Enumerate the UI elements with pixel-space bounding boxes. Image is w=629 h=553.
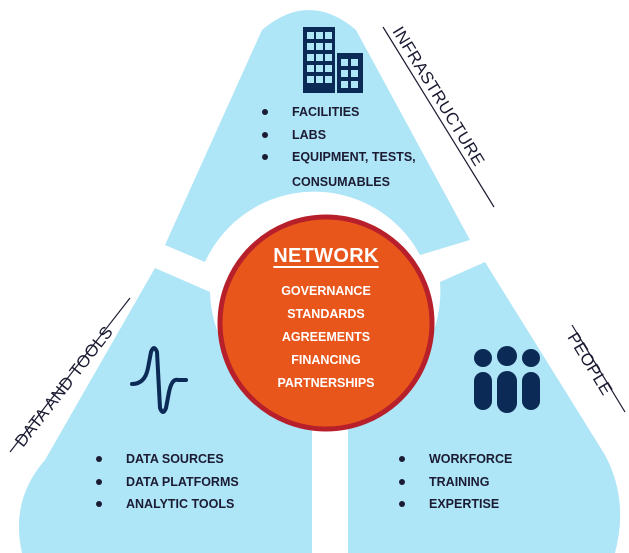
data-tools-list: DATA SOURCES DATA PLATFORMS ANALYTIC TOO… — [96, 448, 239, 516]
network-circle — [217, 214, 435, 432]
infrastructure-list: FACILITIES LABS EQUIPMENT, TESTS, — [262, 101, 416, 169]
network-item: FINANCING — [291, 353, 361, 367]
network-item: AGREEMENTS — [281, 330, 371, 344]
people-label: PEOPLE — [564, 329, 617, 398]
list-item: EQUIPMENT, TESTS, — [262, 146, 416, 169]
list-item: DATA SOURCES — [96, 448, 239, 471]
network-item: PARTNERSHIPS — [277, 376, 375, 390]
people-divider — [571, 324, 626, 413]
list-item: EXPERTISE — [399, 493, 512, 516]
list-item: LABS — [262, 124, 416, 147]
infrastructure-lobe — [165, 10, 470, 262]
network-center-text: NETWORK GOVERNANCE STANDARDS AGREEMENTS … — [211, 245, 441, 395]
network-item: STANDARDS — [287, 307, 365, 321]
signal-wave-icon — [130, 346, 188, 414]
people-list: WORKFORCE TRAINING EXPERTISE — [399, 448, 512, 516]
data-tools-divider — [9, 297, 131, 453]
network-title: NETWORK — [273, 245, 379, 267]
list-item: TRAINING — [399, 471, 512, 494]
list-item: ANALYTIC TOOLS — [96, 493, 239, 516]
people-group-icon — [474, 346, 540, 413]
infrastructure-divider — [382, 26, 495, 208]
list-item: FACILITIES — [262, 101, 416, 124]
list-item: DATA PLATFORMS — [96, 471, 239, 494]
infrastructure-list-continuation: CONSUMABLES — [292, 175, 390, 189]
buildings-icon — [303, 27, 363, 93]
list-item: WORKFORCE — [399, 448, 512, 471]
network-item: GOVERNANCE — [281, 284, 371, 298]
